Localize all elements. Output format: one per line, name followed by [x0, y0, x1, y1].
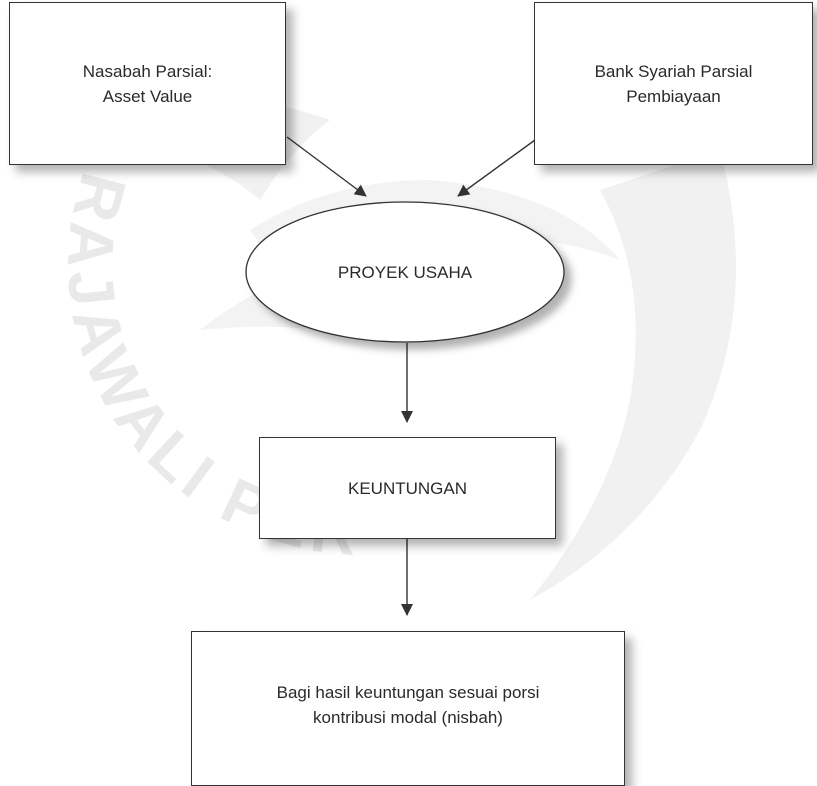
keuntungan-box: KEUNTUNGAN — [259, 437, 556, 539]
keuntungan-label: KEUNTUNGAN — [347, 478, 467, 498]
proyek-usaha-ellipse — [245, 201, 565, 343]
proyek-usaha-label: PROYEK USAHA — [337, 262, 473, 282]
nasabah-parsial-label: Nasabah Parsial: Asset Value — [82, 61, 213, 106]
proyek-usaha-node: PROYEK USAHA — [246, 202, 564, 342]
bagi-hasil-box: Bagi hasil keuntungan sesuai porsi kontr… — [191, 631, 625, 786]
bank-syariah-label: Bank Syariah Parsial Pembiayaan — [594, 61, 753, 106]
arrow-nasabah-to-proyek — [286, 136, 367, 197]
bagi-hasil-label: Bagi hasil keuntungan sesuai porsi kontr… — [276, 683, 540, 727]
nasabah-parsial-box: Nasabah Parsial: Asset Value — [9, 2, 286, 165]
bank-syariah-box: Bank Syariah Parsial Pembiayaan — [534, 2, 813, 165]
arrow-bank-to-proyek — [457, 139, 536, 197]
